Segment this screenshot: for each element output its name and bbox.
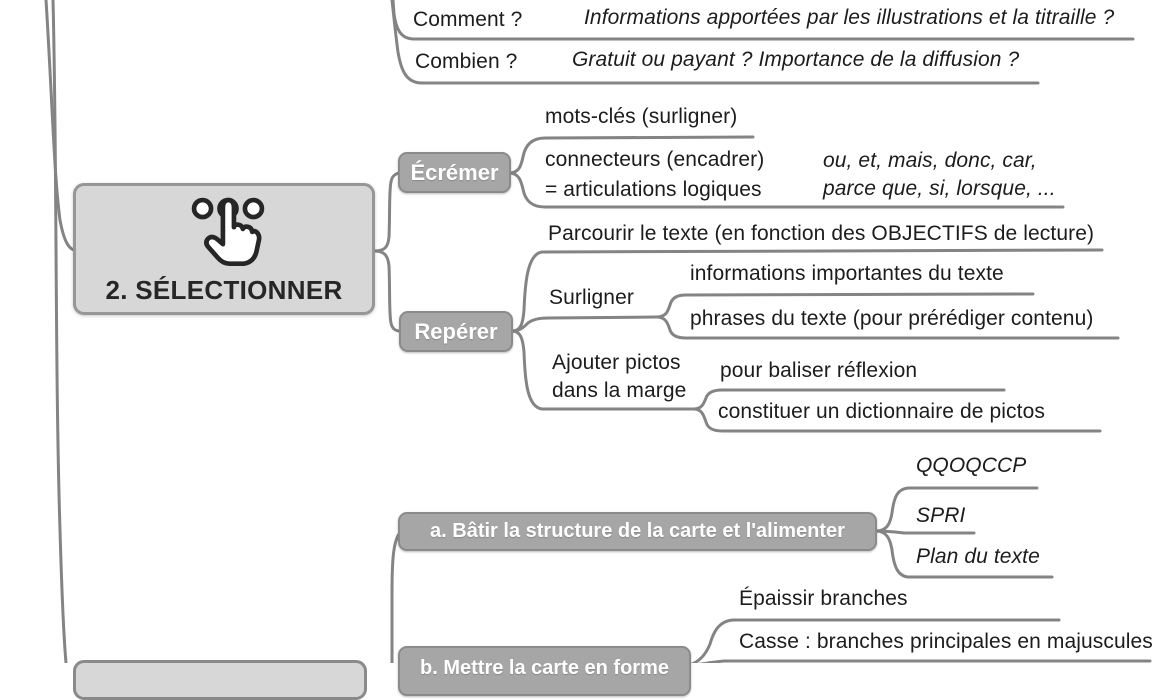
topic-mots-cles[interactable]: mots-clés (surligner) — [545, 105, 738, 128]
trunk-to-bottom — [51, 0, 68, 663]
main-node-selectionner[interactable]: 2. SÉLECTIONNER — [73, 183, 375, 315]
node-reperer-label: Repérer — [414, 318, 498, 344]
node-batir-structure[interactable]: a. Bâtir la structure de la carte et l'a… — [398, 512, 877, 551]
topic-connecteurs[interactable]: connecteurs (encadrer) = articulations l… — [545, 148, 765, 201]
node-reperer[interactable]: Repérer — [399, 311, 513, 352]
topic-ajouter-pictos[interactable]: Ajouter pictos dans la marge — [552, 351, 687, 402]
node-batir-label: a. Bâtir la structure de la carte et l'a… — [430, 520, 845, 542]
topic-comment[interactable]: Comment ? — [413, 8, 523, 31]
node-mettre-en-forme[interactable]: b. Mettre la carte en forme — [398, 646, 691, 696]
node-mettre-label: b. Mettre la carte en forme — [420, 657, 669, 679]
topic-qqoqccp[interactable]: QQOQCCP — [916, 454, 1027, 477]
topic-surligner[interactable]: Surligner — [549, 286, 634, 309]
topic-comment-detail[interactable]: Informations apportées par les illustrat… — [584, 6, 1115, 29]
node-3-partial[interactable] — [73, 660, 367, 700]
topic-spri[interactable]: SPRI — [916, 504, 966, 527]
node-ecremer-label: Écrémer — [410, 159, 499, 185]
topic-epaissir-branches[interactable]: Épaissir branches — [739, 587, 908, 610]
topic-casse-majuscules[interactable]: Casse : branches principales en majuscul… — [739, 630, 1153, 653]
topic-parcourir[interactable]: Parcourir le texte (en fonction des OBJE… — [548, 222, 1095, 245]
main-node-title: 2. SÉLECTIONNER — [105, 275, 343, 305]
topic-informations-importantes[interactable]: informations importantes du texte — [690, 262, 1004, 285]
topic-phrases-du-texte[interactable]: phrases du texte (pour prérédiger conten… — [690, 307, 1094, 330]
topic-connecteurs-exemples[interactable]: ou, et, mais, donc, car, parce que, si, … — [823, 149, 1056, 200]
node-ecremer[interactable]: Écrémer — [398, 152, 511, 193]
trunk-to-main — [44, 0, 79, 253]
topic-dictionnaire-pictos[interactable]: constituer un dictionnaire de pictos — [718, 400, 1045, 423]
topic-plan-du-texte[interactable]: Plan du texte — [916, 545, 1040, 568]
mindmap-canvas: Comment ? Informations apportées par les… — [44, 0, 1153, 700]
tap-select-icon — [171, 195, 285, 273]
topic-combien-detail[interactable]: Gratuit ou payant ? Importance de la dif… — [572, 48, 1020, 71]
topic-combien[interactable]: Combien ? — [415, 50, 518, 73]
topic-baliser-reflexion[interactable]: pour baliser réflexion — [720, 359, 918, 382]
